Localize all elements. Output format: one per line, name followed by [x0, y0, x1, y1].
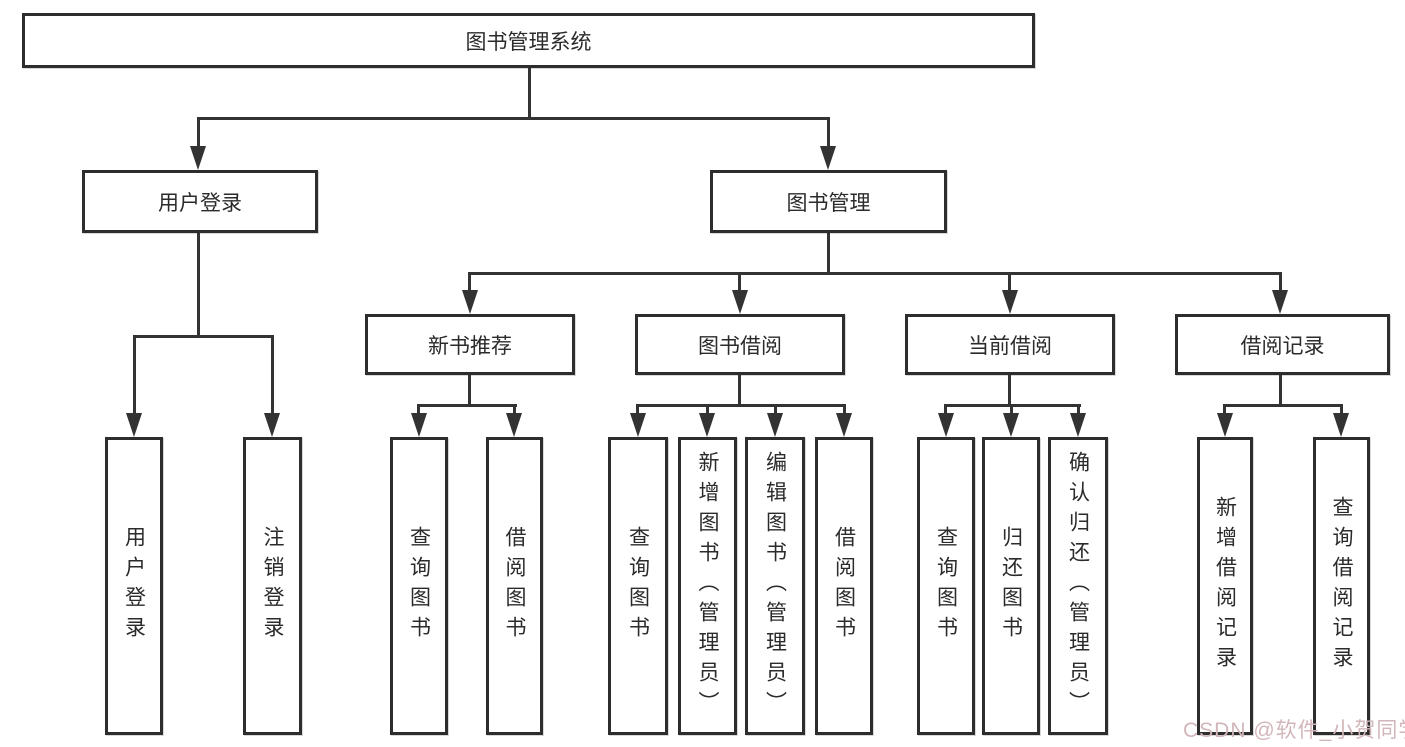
node-label: 新书推荐	[428, 334, 512, 358]
node-label: 图书借阅	[698, 334, 782, 358]
csdn-watermark: CSDN @软件_小贺同学	[1183, 719, 1405, 742]
node-label: 当前借阅	[968, 334, 1052, 358]
connector-leaf-stem	[1010, 404, 1013, 418]
connector-leaf-stem	[706, 404, 709, 418]
arrowhead-down-icon	[1002, 290, 1018, 314]
node-label: 用户登录	[158, 191, 242, 215]
leaf-label: 借阅图书	[503, 526, 526, 646]
connector-leaf-stem	[944, 404, 947, 418]
leaf-label: 查询借阅记录	[1330, 496, 1353, 676]
node-label: 图书管理系统	[465, 30, 592, 54]
connector-recommend-split	[417, 404, 517, 407]
leaf-logout: 注销登录	[243, 437, 302, 735]
arrowhead-down-icon	[1333, 413, 1349, 437]
connector-to-current	[1008, 272, 1011, 296]
node-label: 借阅记录	[1240, 334, 1325, 358]
node-user-login: 用户登录	[82, 170, 318, 233]
connector-leaf-stem	[843, 404, 846, 418]
arrowhead-down-icon	[1272, 290, 1288, 314]
connector-to-recommend	[468, 272, 471, 296]
connector-level3-split	[468, 272, 1282, 275]
connector-to-leaf-logout	[271, 335, 274, 417]
arrowhead-down-icon	[462, 290, 478, 314]
leaf-confirm-return-admin: 确认归还（管理员）	[1048, 437, 1108, 735]
node-new-book-recommendation: 新书推荐	[365, 314, 575, 375]
leaf-query-books-recommend: 查询图书	[390, 437, 448, 735]
leaf-label: 查询图书	[407, 526, 431, 646]
arrowhead-down-icon	[126, 413, 142, 437]
connector-user-login-stem	[197, 233, 200, 338]
leaf-label: 用户登录	[122, 526, 146, 646]
arrowhead-down-icon	[630, 413, 646, 437]
leaf-label: 查询图书	[626, 526, 650, 646]
arrowhead-down-icon	[732, 290, 748, 314]
arrowhead-down-icon	[264, 413, 280, 437]
leaf-edit-book-admin: 编辑图书（管理员）	[745, 437, 805, 735]
connector-to-book-mgmt	[827, 117, 830, 150]
leaf-query-books-current: 查询图书	[917, 437, 975, 735]
arrowhead-down-icon	[190, 146, 206, 170]
arrowhead-down-icon	[699, 413, 715, 437]
leaf-user-login: 用户登录	[105, 437, 163, 735]
arrowhead-down-icon	[938, 413, 954, 437]
arrowhead-down-icon	[506, 413, 522, 437]
arrowhead-down-icon	[411, 413, 427, 437]
arrowhead-down-icon	[820, 146, 836, 170]
leaf-label: 归还图书	[999, 526, 1023, 646]
connector-leaf-stem	[636, 404, 639, 418]
node-borrowing-records: 借阅记录	[1175, 314, 1390, 375]
leaf-borrow-books-borrowing: 借阅图书	[815, 437, 873, 735]
connector-user-login-split	[133, 335, 274, 338]
connector-to-leaf-login	[133, 335, 136, 417]
connector-level2-split	[197, 117, 830, 120]
node-current-borrowing: 当前借阅	[905, 314, 1115, 375]
arrowhead-down-icon	[1217, 413, 1233, 437]
leaf-add-borrow-record: 新增借阅记录	[1197, 437, 1253, 735]
leaf-query-books-borrowing: 查询图书	[608, 437, 668, 735]
leaf-label: 确认归还（管理员）	[1066, 451, 1090, 721]
connector-root-stem	[528, 68, 531, 120]
leaf-label: 注销登录	[261, 526, 284, 646]
connector-borrowing-split	[636, 404, 846, 407]
node-label: 图书管理	[786, 191, 871, 215]
connector-to-records	[1279, 272, 1282, 296]
connector-to-borrowing	[738, 272, 741, 296]
connector-borrowing-stem	[738, 375, 741, 407]
leaf-label: 新增图书（管理员）	[696, 451, 719, 721]
connector-leaf-stem	[417, 404, 420, 418]
connector-current-stem	[1008, 375, 1011, 407]
leaf-label: 编辑图书（管理员）	[763, 451, 787, 721]
connector-leaf-stem	[1340, 404, 1343, 418]
node-book-borrowing: 图书借阅	[635, 314, 845, 375]
arrowhead-down-icon	[1003, 413, 1019, 437]
connector-recommend-stem	[468, 375, 471, 407]
node-book-management: 图书管理	[710, 170, 947, 233]
leaf-label: 查询图书	[934, 526, 958, 646]
leaf-label: 借阅图书	[832, 526, 856, 646]
leaf-borrow-books-recommend: 借阅图书	[486, 437, 543, 735]
connector-records-split	[1223, 404, 1343, 407]
connector-book-mgmt-stem	[827, 233, 830, 275]
connector-leaf-stem	[513, 404, 516, 418]
arrowhead-down-icon	[767, 413, 783, 437]
arrowhead-down-icon	[1070, 413, 1086, 437]
leaf-return-books: 归还图书	[982, 437, 1040, 735]
connector-leaf-stem	[1077, 404, 1080, 418]
node-root-library-system: 图书管理系统	[22, 13, 1035, 68]
connector-records-stem	[1279, 375, 1282, 407]
leaf-query-borrow-record: 查询借阅记录	[1313, 437, 1370, 735]
connector-leaf-stem	[1223, 404, 1226, 418]
connector-leaf-stem	[774, 404, 777, 418]
leaf-label: 新增借阅记录	[1213, 496, 1237, 676]
leaf-add-book-admin: 新增图书（管理员）	[678, 437, 737, 735]
arrowhead-down-icon	[836, 413, 852, 437]
connector-to-user-login	[197, 117, 200, 150]
